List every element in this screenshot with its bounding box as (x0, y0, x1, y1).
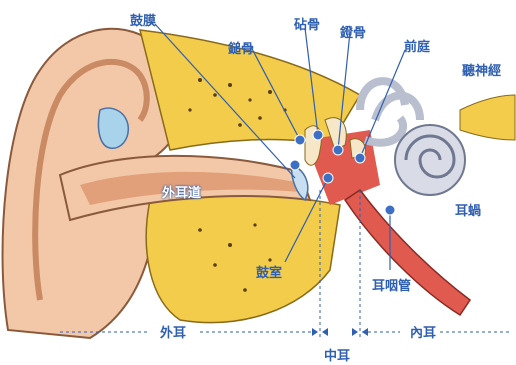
label-cochlea: 耳蝸 (455, 200, 481, 219)
label-stapes: 鐙骨 (340, 22, 366, 41)
section-outer-ear: 外耳 (158, 322, 188, 341)
label-auditory-nerve: 聽神經 (462, 60, 501, 79)
label-vestibule: 前庭 (404, 36, 430, 55)
label-ear-canal: 外耳道 (162, 182, 201, 201)
label-malleus: 鎚骨 (228, 38, 254, 57)
label-eustachian-tube: 耳咽管 (372, 275, 411, 294)
label-eardrum: 鼓膜 (130, 10, 156, 29)
label-incus: 砧骨 (294, 14, 320, 33)
section-inner-ear: 內耳 (408, 322, 438, 341)
label-tympanic-cavity: 鼓室 (256, 262, 282, 281)
eustachian-tube-shape (345, 190, 470, 315)
section-middle-ear: 中耳 (322, 345, 352, 364)
inner-ear (360, 81, 515, 195)
